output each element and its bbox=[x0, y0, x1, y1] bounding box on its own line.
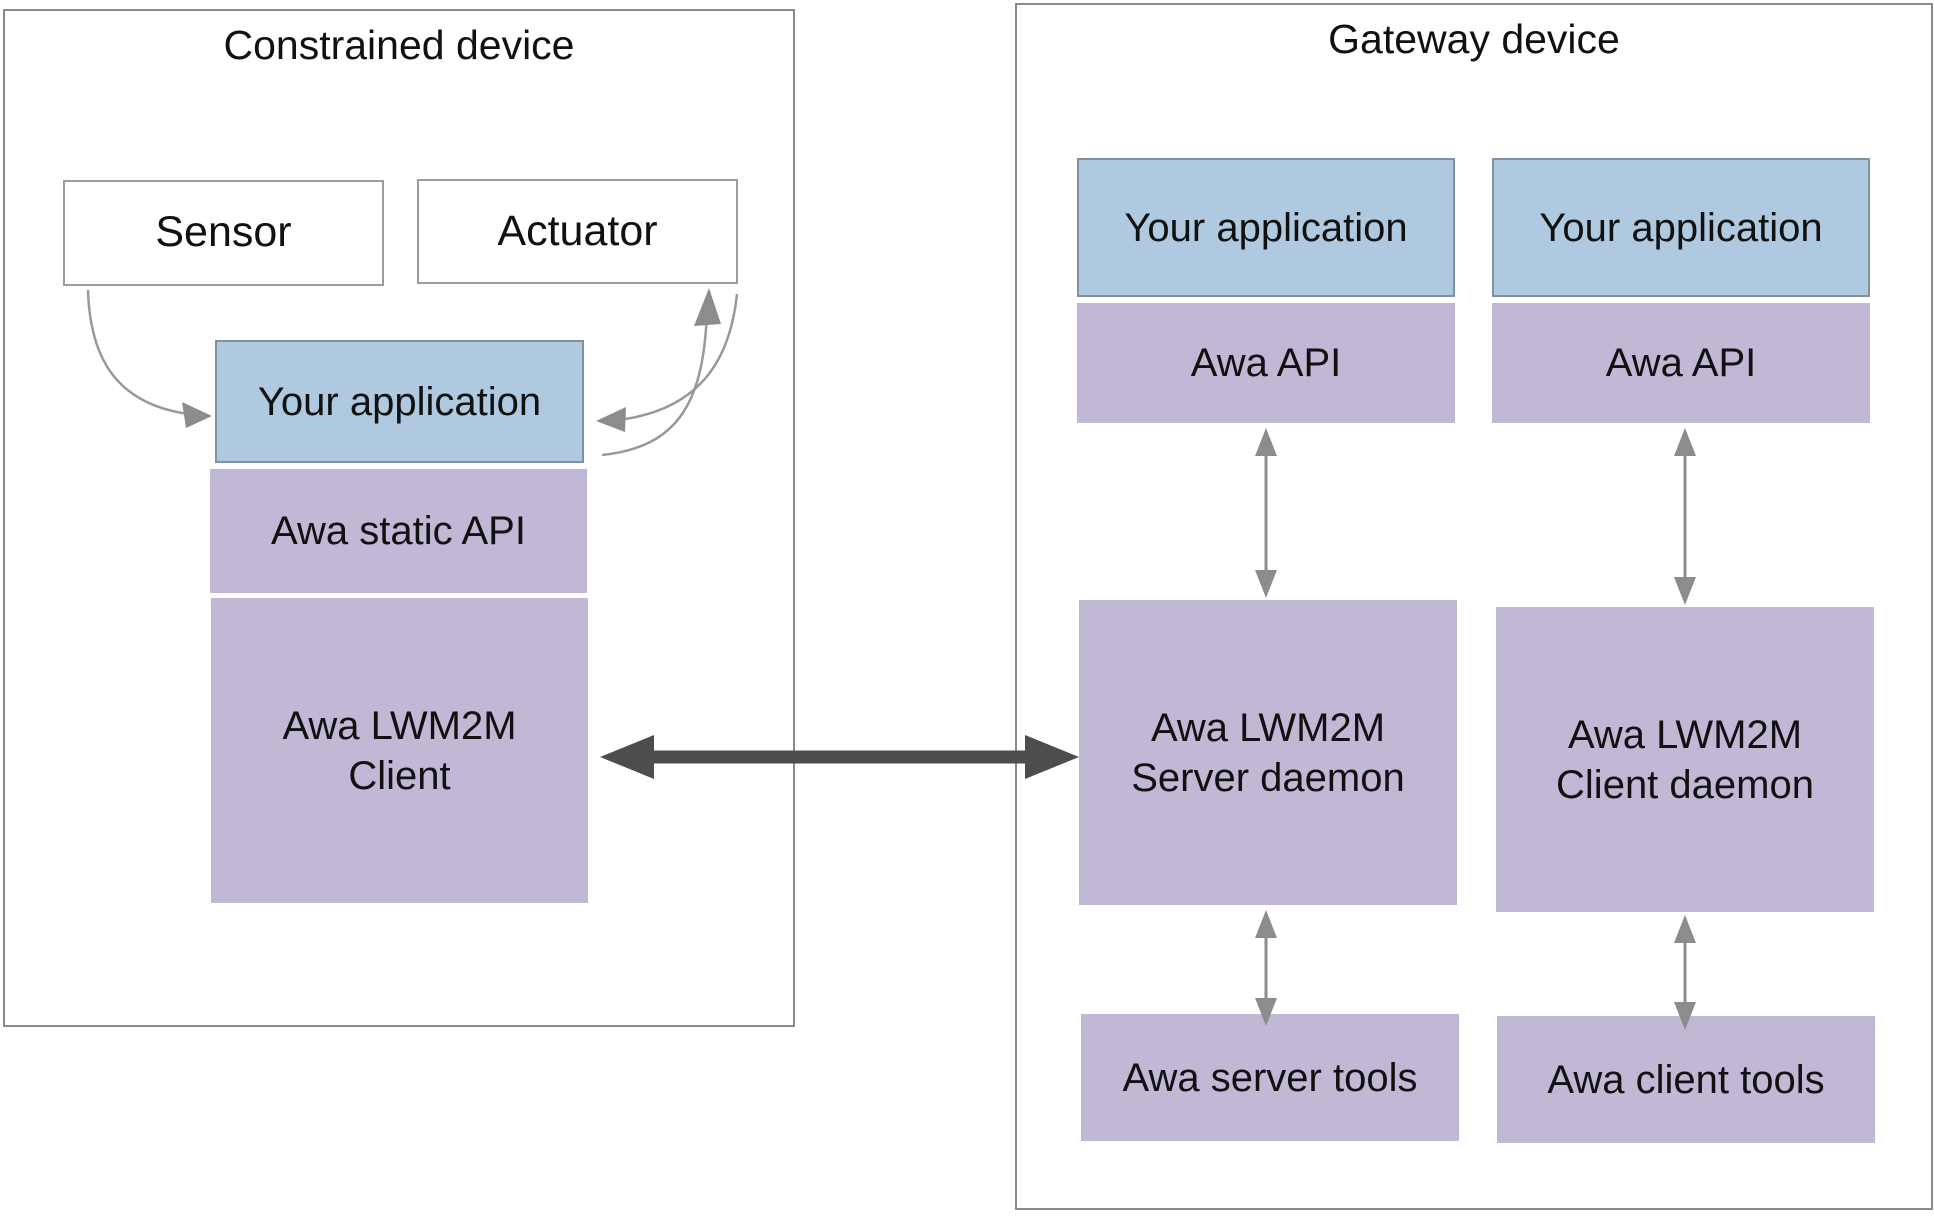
awa-client-tools-box: Awa client tools bbox=[1497, 1016, 1875, 1143]
gateway-server-awa-api-box: Awa API bbox=[1077, 303, 1455, 423]
gateway-server-your-application-box: Your application bbox=[1077, 158, 1455, 297]
gateway-client-your-application-box: Your application bbox=[1492, 158, 1870, 297]
gateway-device-title: Gateway device bbox=[1328, 16, 1620, 62]
gateway-client-awa-api-box: Awa API bbox=[1492, 303, 1870, 423]
constrained-your-application-label: Your application bbox=[257, 379, 542, 424]
awa-lwm2m-server-daemon-box: Awa LWM2M Server daemon bbox=[1079, 600, 1457, 905]
awa-server-tools-box: Awa server tools bbox=[1081, 1014, 1459, 1141]
awa-lwm2m-client-label-line1: Awa LWM2M bbox=[282, 703, 517, 748]
gateway-server-your-application-label: Your application bbox=[1124, 205, 1408, 250]
gateway-client-your-application-label: Your application bbox=[1539, 205, 1823, 250]
sensor-label: Sensor bbox=[155, 208, 292, 257]
awa-static-api-label: Awa static API bbox=[271, 509, 526, 553]
constrained-your-application-box: Your application bbox=[215, 340, 584, 463]
awa-lwm2m-client-label-line2: Client bbox=[348, 753, 451, 798]
constrained-device-title: Constrained device bbox=[223, 22, 575, 68]
awa-server-tools-label: Awa server tools bbox=[1122, 1055, 1418, 1100]
actuator-box: Actuator bbox=[417, 179, 738, 284]
awa-lwm2m-client-box: Awa LWM2M Client bbox=[211, 598, 588, 903]
awa-static-api-box: Awa static API bbox=[210, 469, 587, 593]
gateway-client-awa-api-label: Awa API bbox=[1605, 341, 1757, 385]
awa-client-tools-label: Awa client tools bbox=[1547, 1057, 1825, 1102]
sensor-box: Sensor bbox=[63, 180, 384, 286]
awa-lwm2m-server-daemon-label-line2: Server daemon bbox=[1131, 755, 1405, 800]
gateway-server-awa-api-label: Awa API bbox=[1190, 341, 1342, 385]
awa-lwm2m-client-daemon-box: Awa LWM2M Client daemon bbox=[1496, 607, 1874, 912]
awa-lwm2m-client-daemon-label-line1: Awa LWM2M bbox=[1567, 712, 1803, 757]
awa-lwm2m-client-daemon-label-line2: Client daemon bbox=[1556, 762, 1814, 807]
actuator-label: Actuator bbox=[497, 206, 658, 255]
awa-lwm2m-server-daemon-label-line1: Awa LWM2M bbox=[1150, 705, 1386, 750]
